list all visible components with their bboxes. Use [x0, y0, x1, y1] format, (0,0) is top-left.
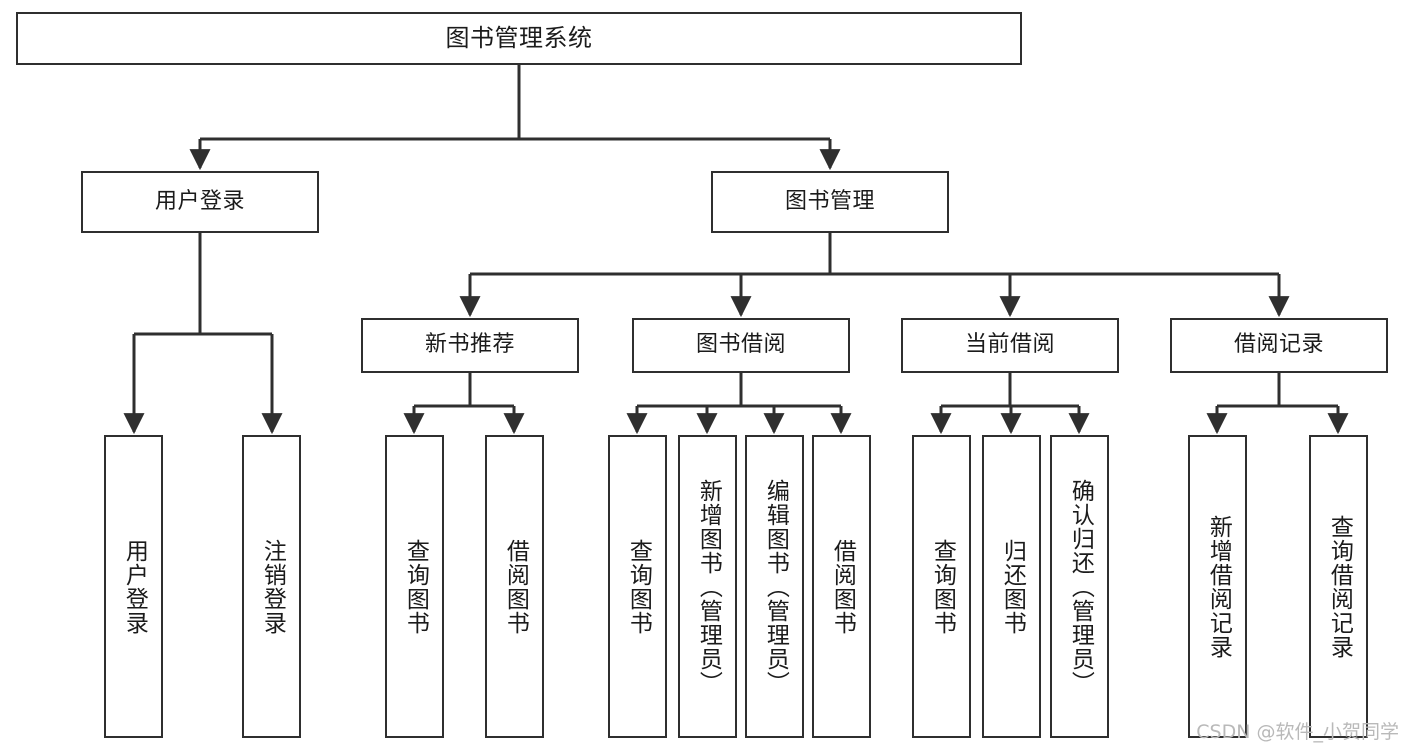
- node-leaf-label: 新增图书（管理员）: [695, 478, 722, 695]
- node-leaf-return-book[interactable]: 归还图书: [982, 435, 1041, 738]
- node-root-label: 图书管理系统: [445, 23, 593, 52]
- node-current-borrow[interactable]: 当前借阅: [901, 318, 1119, 373]
- node-user-login-label: 用户登录: [154, 188, 245, 214]
- node-leaf-query-book-borrow[interactable]: 查询图书: [608, 435, 667, 738]
- node-leaf-label: 借阅图书: [829, 538, 856, 635]
- node-leaf-label: 归还图书: [999, 538, 1026, 635]
- node-leaf-logout[interactable]: 注销登录: [242, 435, 301, 738]
- node-leaf-label: 查询图书: [929, 538, 956, 635]
- watermark: CSDN @软件_小贺同学: [1196, 721, 1399, 743]
- node-leaf-query-borrow-record[interactable]: 查询借阅记录: [1309, 435, 1368, 738]
- node-leaf-label: 新增借阅记录: [1205, 514, 1232, 659]
- node-new-book-recommend-label: 新书推荐: [424, 332, 515, 358]
- node-leaf-add-book-admin[interactable]: 新增图书（管理员）: [678, 435, 737, 738]
- node-borrow-records[interactable]: 借阅记录: [1170, 318, 1388, 373]
- node-leaf-borrow-book[interactable]: 借阅图书: [812, 435, 871, 738]
- node-current-borrow-label: 当前借阅: [964, 332, 1055, 358]
- node-leaf-label: 查询图书: [402, 538, 429, 635]
- node-leaf-user-login[interactable]: 用户登录: [104, 435, 163, 738]
- node-leaf-query-book-current[interactable]: 查询图书: [912, 435, 971, 738]
- node-leaf-label: 确认归还（管理员）: [1067, 478, 1094, 695]
- node-leaf-label: 用户登录: [121, 538, 148, 635]
- node-user-login[interactable]: 用户登录: [81, 171, 319, 233]
- node-leaf-label: 编辑图书（管理员）: [762, 478, 789, 695]
- node-leaf-label: 借阅图书: [502, 538, 529, 635]
- node-leaf-query-book-new[interactable]: 查询图书: [385, 435, 444, 738]
- node-book-management[interactable]: 图书管理: [711, 171, 949, 233]
- node-root[interactable]: 图书管理系统: [16, 12, 1022, 65]
- node-leaf-edit-book-admin[interactable]: 编辑图书（管理员）: [745, 435, 804, 738]
- node-new-book-recommend[interactable]: 新书推荐: [361, 318, 579, 373]
- node-book-management-label: 图书管理: [784, 188, 875, 214]
- node-leaf-add-borrow-record[interactable]: 新增借阅记录: [1188, 435, 1247, 738]
- node-borrow-records-label: 借阅记录: [1233, 332, 1324, 358]
- node-leaf-borrow-book-new[interactable]: 借阅图书: [485, 435, 544, 738]
- node-leaf-label: 查询图书: [625, 538, 652, 635]
- node-book-borrow[interactable]: 图书借阅: [632, 318, 850, 373]
- node-leaf-confirm-return-admin[interactable]: 确认归还（管理员）: [1050, 435, 1109, 738]
- node-book-borrow-label: 图书借阅: [695, 332, 786, 358]
- node-leaf-label: 查询借阅记录: [1326, 514, 1353, 659]
- node-leaf-label: 注销登录: [259, 538, 286, 635]
